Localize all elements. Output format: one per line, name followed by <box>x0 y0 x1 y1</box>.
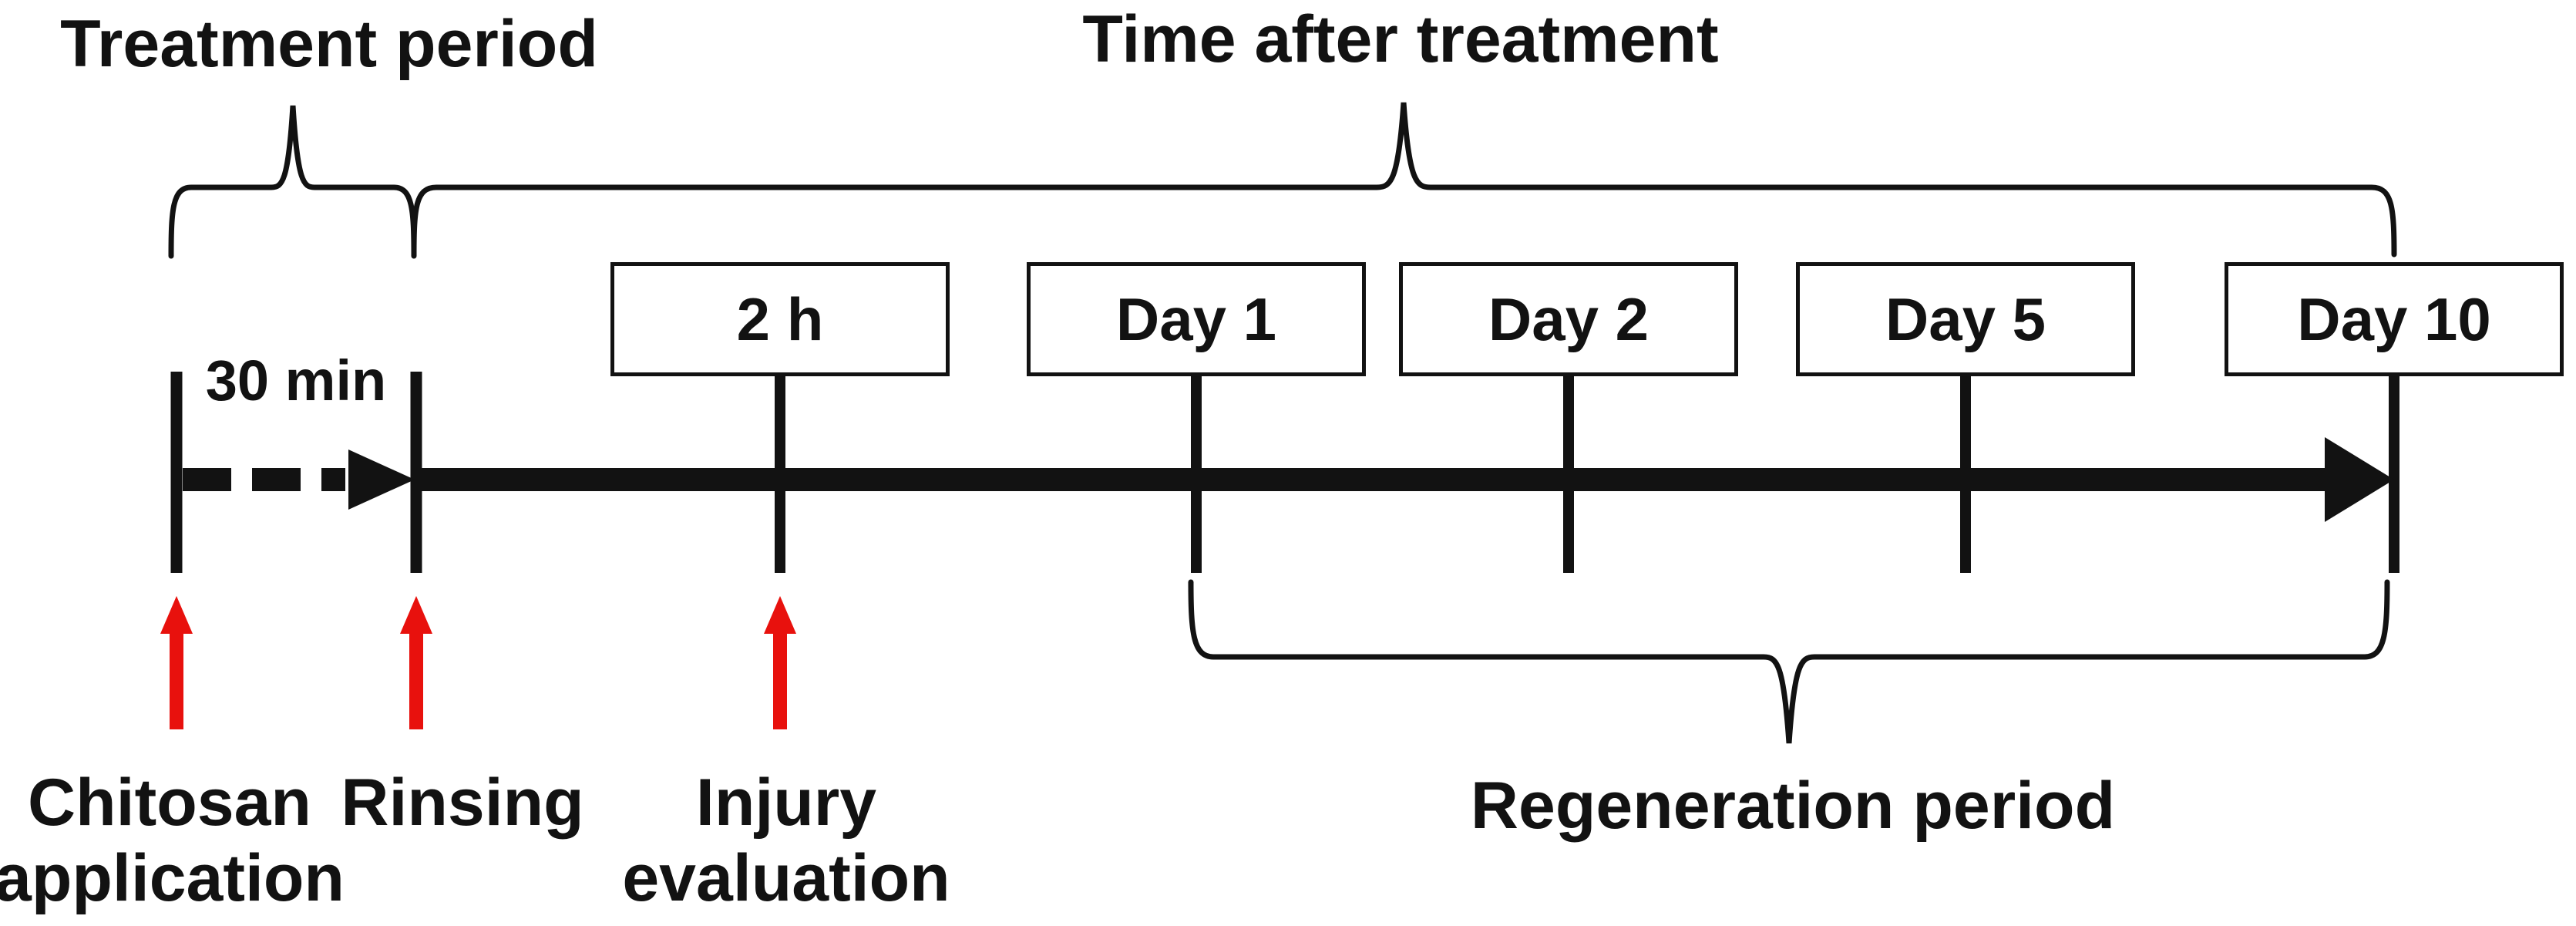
checkpoint-label-2h: 2 h <box>736 285 824 353</box>
regeneration-period-label: Regeneration period <box>1470 769 2116 843</box>
treatment-period-brace <box>168 105 417 259</box>
checkpoint-box-day5: Day 5 <box>1796 262 2135 376</box>
treatment-dashed-arrow-head <box>348 450 415 510</box>
checkpoint-box-day10: Day 10 <box>2225 262 2564 376</box>
injury-evaluation-arrow-icon <box>764 596 796 729</box>
chitosan-application-label: Chitosan application <box>0 766 345 916</box>
checkpoint-label-day5: Day 5 <box>1885 285 2046 353</box>
time-after-treatment-brace <box>411 102 2397 258</box>
timeline-arrow-head <box>2325 437 2394 522</box>
rinsing-label: Rinsing <box>341 766 584 840</box>
checkpoint-label-day2: Day 2 <box>1488 285 1650 353</box>
injury-evaluation-label: Injury evaluation <box>622 766 950 916</box>
interval-30min-label: 30 min <box>205 349 387 412</box>
checkpoint-box-day1: Day 1 <box>1027 262 1366 376</box>
rinsing-arrow-icon <box>400 596 432 729</box>
time-after-treatment-title: Time after treatment <box>1082 2 1719 76</box>
checkpoint-box-day2: Day 2 <box>1399 262 1738 376</box>
chitosan-application-arrow-icon <box>160 596 193 729</box>
checkpoint-label-day1: Day 1 <box>1115 285 1277 353</box>
treatment-period-title: Treatment period <box>60 7 598 81</box>
regeneration-period-brace <box>1188 579 2390 744</box>
checkpoint-label-day10: Day 10 <box>2297 285 2491 353</box>
checkpoint-box-2h: 2 h <box>610 262 950 376</box>
